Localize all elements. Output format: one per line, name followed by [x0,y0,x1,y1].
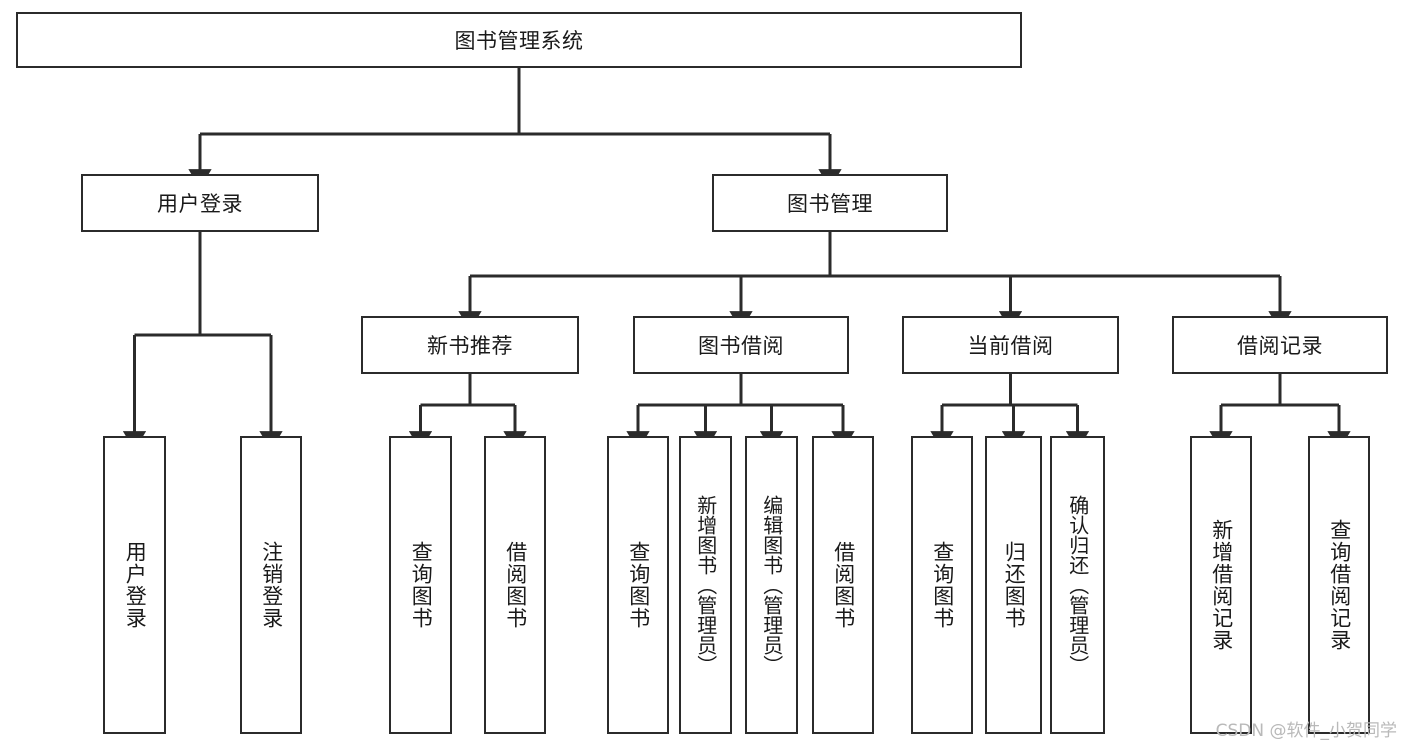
node-newbook[interactable]: 新书推荐 [361,316,579,374]
node-label: 新书推荐 [427,334,513,358]
node-label: 查询借阅记录 [1327,519,1352,651]
node-label: 注销登录 [259,541,284,629]
node-login[interactable]: 用户登录 [81,174,319,232]
node-leaf7[interactable]: 编辑图书（管理员） [745,436,798,734]
node-leaf4[interactable]: 借阅图书 [484,436,546,734]
node-borrow[interactable]: 图书借阅 [633,316,849,374]
node-label: 归还图书 [1002,541,1027,629]
node-current[interactable]: 当前借阅 [902,316,1119,374]
node-label: 新增图书（管理员） [693,495,718,675]
node-label: 借阅图书 [503,541,528,629]
node-label: 确认归还（管理员） [1065,495,1090,675]
node-label: 用户登录 [123,541,148,629]
node-label: 借阅记录 [1237,334,1323,358]
node-leaf12[interactable]: 新增借阅记录 [1190,436,1252,734]
node-leaf1[interactable]: 用户登录 [103,436,166,734]
node-leaf9[interactable]: 查询图书 [911,436,973,734]
node-leaf13[interactable]: 查询借阅记录 [1308,436,1370,734]
node-records[interactable]: 借阅记录 [1172,316,1388,374]
node-leaf3[interactable]: 查询图书 [389,436,452,734]
node-label: 查询图书 [626,541,651,629]
node-leaf6[interactable]: 新增图书（管理员） [679,436,732,734]
node-label: 用户登录 [157,192,243,216]
node-leaf11[interactable]: 确认归还（管理员） [1050,436,1105,734]
node-label: 查询图书 [409,541,434,629]
node-leaf10[interactable]: 归还图书 [985,436,1042,734]
node-leaf8[interactable]: 借阅图书 [812,436,874,734]
node-label: 图书管理 [787,192,873,216]
node-label: 图书管理系统 [454,29,584,53]
node-label: 借阅图书 [831,541,856,629]
node-label: 图书借阅 [698,334,784,358]
node-label: 新增借阅记录 [1209,519,1234,651]
node-leaf2[interactable]: 注销登录 [240,436,302,734]
node-leaf5[interactable]: 查询图书 [607,436,669,734]
node-root[interactable]: 图书管理系统 [16,12,1022,68]
node-label: 查询图书 [930,541,955,629]
node-label: 编辑图书（管理员） [759,495,784,675]
node-bookmgmt[interactable]: 图书管理 [712,174,948,232]
node-label: 当前借阅 [967,334,1054,358]
